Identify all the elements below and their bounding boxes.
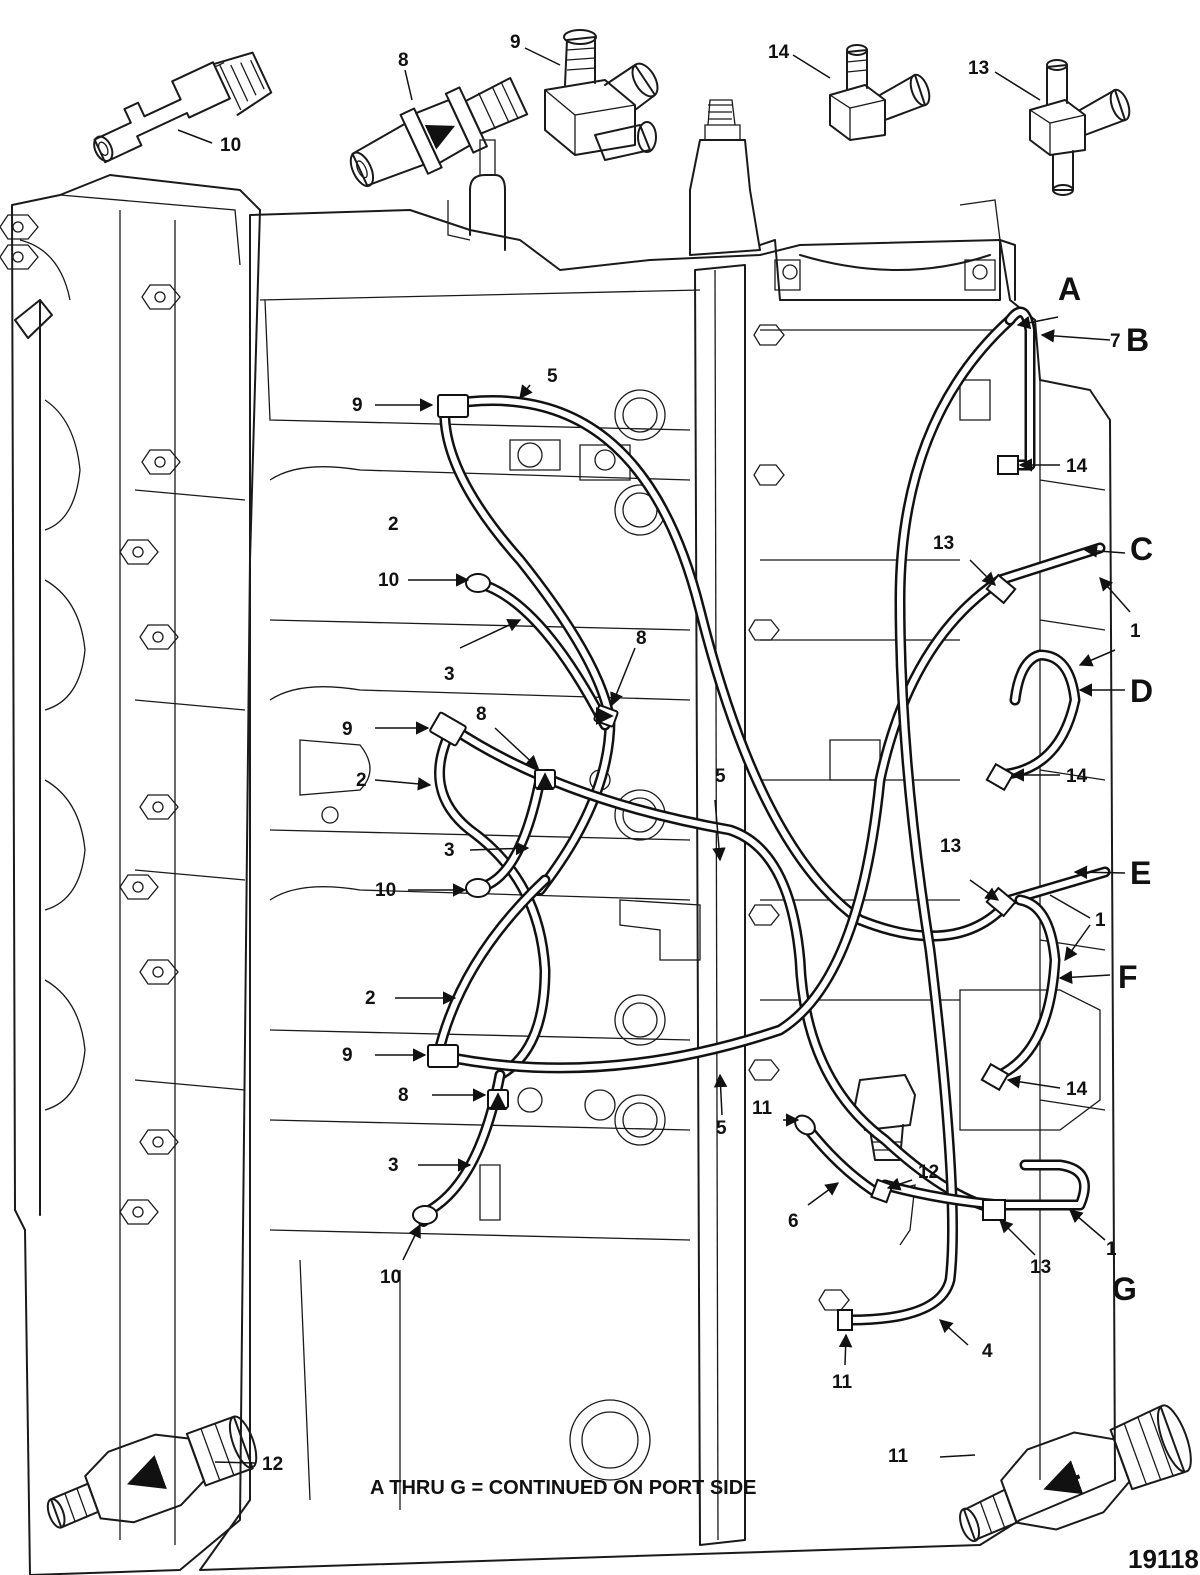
callout-5: 5 [716, 1118, 727, 1139]
tee-elbow-fitting-icon [982, 1199, 1006, 1221]
callout-2: 2 [388, 514, 399, 535]
elbow-fitting-icon [997, 455, 1019, 475]
one-way-check-valve-icon [46, 1415, 258, 1529]
check-valve-icon [349, 77, 529, 188]
callout-3: 3 [388, 1155, 399, 1176]
callout-13: 13 [968, 58, 989, 79]
tee-elbow-fitting-icon [1029, 59, 1131, 196]
callout-12: 12 [918, 1162, 939, 1183]
callout-1: 1 [1095, 910, 1106, 931]
callout-1: 1 [1106, 1239, 1117, 1260]
callout-13: 13 [1030, 1257, 1051, 1278]
callout-14: 14 [1066, 766, 1088, 787]
callout-9: 9 [342, 1045, 353, 1066]
callout-2: 2 [356, 770, 367, 791]
male-quick-connector-icon [412, 1205, 438, 1225]
connection-letter-b: B [1126, 322, 1149, 358]
callout-6: 6 [788, 1211, 799, 1232]
callout-7: 7 [1110, 331, 1121, 352]
callout-14: 14 [1066, 456, 1088, 477]
connection-letter-f: F [1118, 959, 1138, 995]
check-valve-icon [837, 1309, 853, 1331]
callout-8: 8 [636, 628, 647, 649]
male-quick-connector-icon [465, 573, 491, 593]
callout-14: 14 [1066, 1079, 1088, 1100]
callout-12: 12 [262, 1454, 283, 1475]
callout-1: 1 [1130, 621, 1141, 642]
connection-letter-e: E [1130, 855, 1151, 891]
connection-letter-d: D [1130, 673, 1153, 709]
one-way-check-valve-icon [534, 769, 556, 791]
male-quick-connector-icon [93, 51, 273, 164]
tee-fitting-icon [437, 394, 469, 418]
leader-lines [177, 47, 1131, 1464]
elbow-fitting-icon [985, 762, 1015, 792]
elbow-fitting-icon [980, 1062, 1010, 1092]
male-quick-connector-icon [465, 878, 491, 898]
one-way-check-valve-icon [593, 704, 619, 728]
connection-letters: A B C D E F G [1058, 271, 1153, 1307]
check-valve-icon [959, 1404, 1192, 1543]
check-valve-icon [870, 1178, 894, 1204]
callout-2: 2 [365, 988, 376, 1009]
callout-14: 14 [768, 42, 790, 63]
callout-9: 9 [510, 32, 521, 53]
diagram-caption: A THRU G = CONTINUED ON PORT SIDE [370, 1477, 757, 1499]
connection-letter-c: C [1130, 531, 1153, 567]
callout-13: 13 [933, 533, 954, 554]
callout-8: 8 [398, 50, 409, 71]
figure-number: 19118 [1128, 1544, 1199, 1574]
hose-set [417, 306, 1111, 1326]
callout-3: 3 [444, 840, 455, 861]
one-way-check-valve-icon [487, 1089, 509, 1111]
callout-10: 10 [220, 135, 241, 156]
callout-10: 10 [375, 880, 396, 901]
callout-9: 9 [352, 395, 363, 416]
callout-3: 3 [444, 664, 455, 685]
elbow-fitting-icon [829, 44, 931, 141]
callout-9: 9 [342, 719, 353, 740]
tee-fitting-icon [544, 29, 659, 161]
connection-letter-g: G [1112, 1271, 1137, 1307]
callout-5: 5 [715, 766, 726, 787]
callout-4: 4 [982, 1341, 993, 1362]
tee-fitting-icon [429, 711, 467, 747]
callout-13: 13 [940, 836, 961, 857]
callout-11: 11 [888, 1446, 909, 1467]
connection-letter-a: A [1058, 271, 1081, 307]
callout-8: 8 [476, 704, 487, 725]
callout-labels: 10 8 9 14 13 9 5 2 10 3 8 9 8 2 5 3 10 2… [220, 32, 1141, 1475]
tee-fitting-icon [427, 1044, 459, 1068]
callout-10: 10 [380, 1267, 401, 1288]
callout-11: 11 [832, 1372, 853, 1393]
callout-11: 11 [752, 1098, 773, 1119]
callout-8: 8 [398, 1085, 409, 1106]
callout-5: 5 [547, 366, 558, 387]
callout-10: 10 [378, 570, 399, 591]
